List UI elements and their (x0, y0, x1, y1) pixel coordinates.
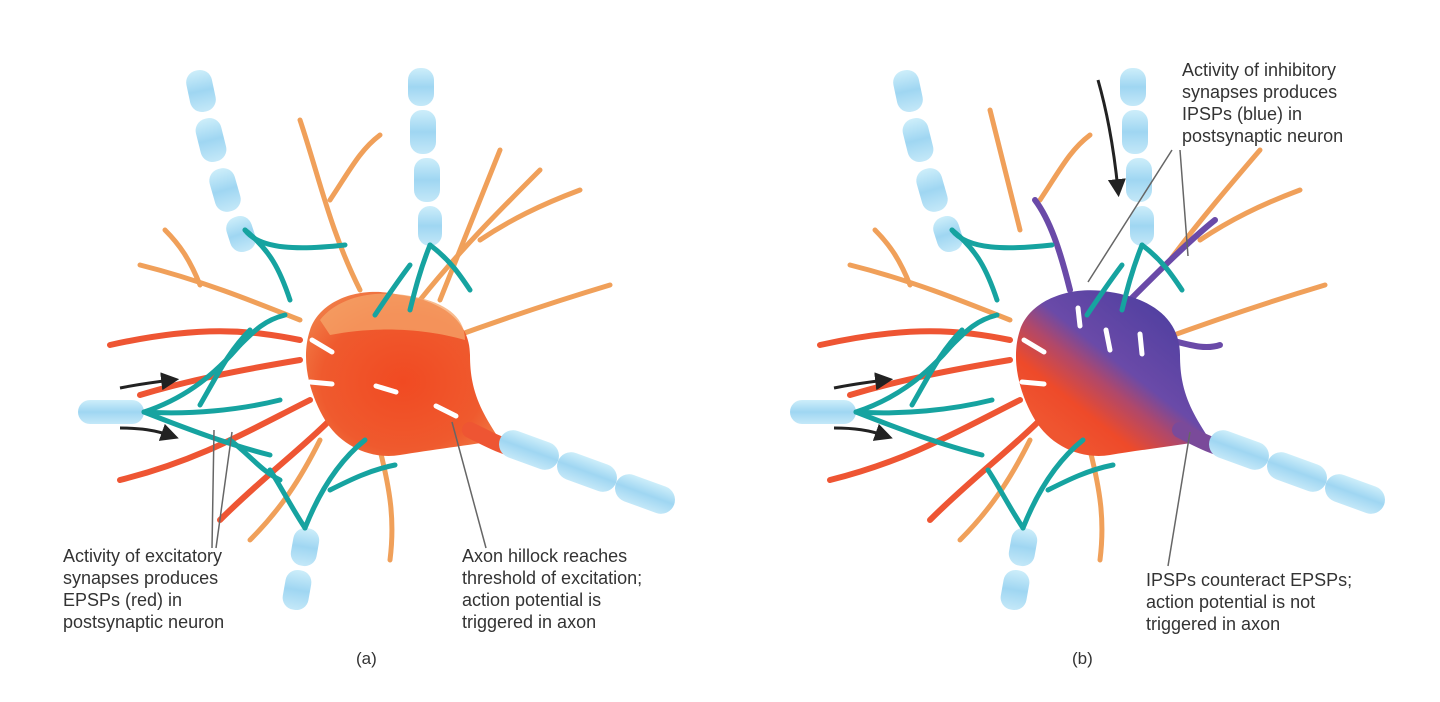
incoming-arrow-b-1 (833, 372, 894, 391)
incoming-arrow-a-2 (119, 423, 179, 441)
presynaptic-axon-bottom (282, 527, 320, 611)
label-inhibitory: Activity of inhibitory synapses produces… (1182, 60, 1343, 146)
incoming-arrow-b-top (1096, 79, 1126, 198)
label-hillock: Axon hillock reaches threshold of excita… (462, 546, 647, 632)
epsp-arrows (307, 337, 459, 419)
leader-hillock (451, 421, 487, 549)
presynaptic-axon-left-b (790, 400, 856, 424)
soma-b (1015, 290, 1210, 456)
soma-a-top-highlight (320, 293, 465, 340)
presynaptic-axon-top-left-b (893, 69, 963, 253)
panel-letter-b: (b) (1072, 649, 1093, 668)
panel-letter-a: (a) (356, 649, 377, 668)
presynaptic-axon-top-right-b (1120, 68, 1154, 246)
synapses-b (853, 227, 1185, 531)
postsynaptic-axon-b (1172, 422, 1385, 514)
label-counteract: IPSPs counteract EPSPs; action potential… (1146, 570, 1357, 634)
label-excitatory: Activity of excitatory synapses produces… (63, 546, 227, 632)
red-dendrites-b (817, 328, 1043, 523)
presynaptic-axon-top-right (408, 68, 442, 246)
red-dendrites (107, 328, 333, 523)
presynaptic-axon-left (78, 400, 144, 424)
postsynaptic-axon-a (462, 422, 675, 514)
dendrites-b (847, 107, 1328, 563)
excitatory-synapses (141, 227, 473, 531)
panel-a: Activity of excitatory synapses produces… (63, 68, 675, 668)
presynaptic-axon-bottom-b (1000, 527, 1038, 611)
epsp-arrows-b (1019, 337, 1047, 387)
leader-inhibitory (1087, 149, 1189, 283)
panel-b: Activity of inhibitory synapses produces… (790, 60, 1385, 668)
incoming-arrow-b-2 (833, 423, 893, 441)
presynaptic-axon-top-left (186, 69, 256, 253)
leader-excitatory (211, 429, 233, 549)
incoming-arrow-a-1 (119, 372, 180, 391)
leader-counteract (1167, 431, 1191, 567)
ipsp-arrows (1075, 305, 1145, 357)
